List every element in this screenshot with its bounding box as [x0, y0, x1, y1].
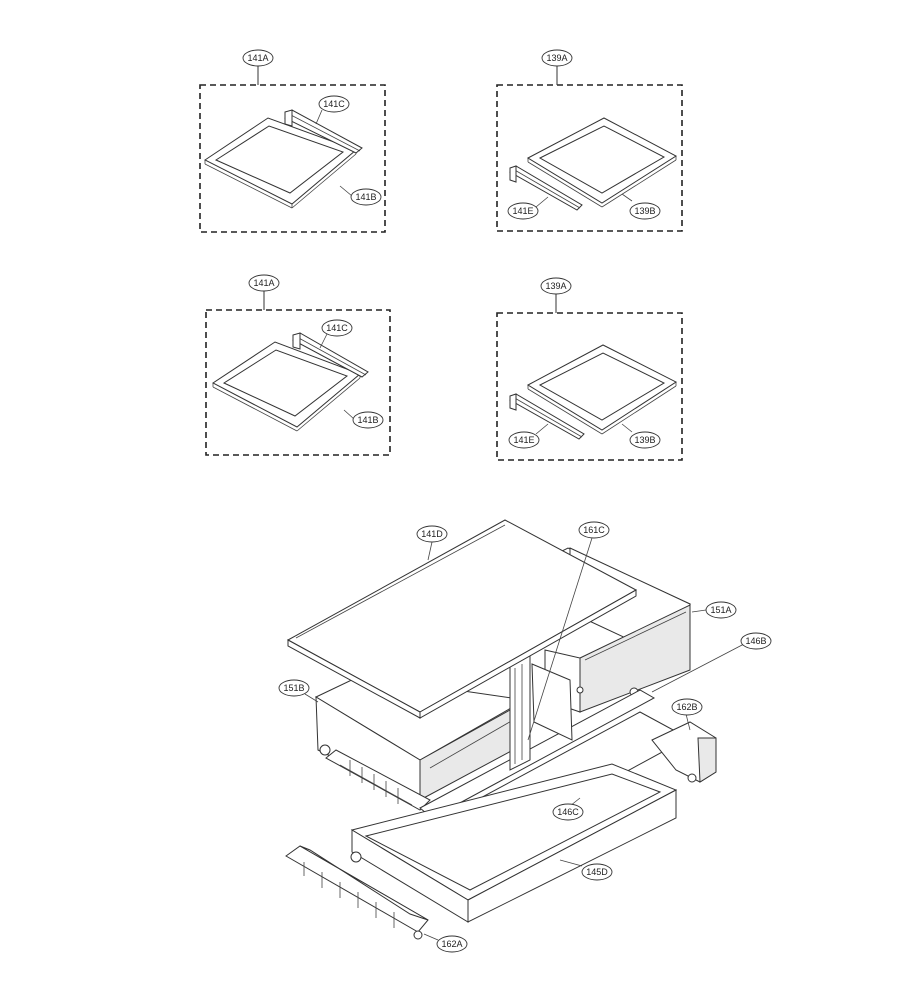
- callout-label: 141A: [247, 53, 268, 63]
- callout-label: 139B: [634, 206, 655, 216]
- callout-151A: 151A: [705, 601, 737, 619]
- glass-cover-141D: [286, 519, 638, 719]
- callout-139A: 139A: [540, 277, 572, 295]
- callout-label: 145D: [586, 867, 608, 877]
- callout-141C: 141C: [321, 319, 353, 337]
- callout-146C: 146C: [552, 803, 584, 821]
- glass-shelf-141B: [212, 341, 361, 432]
- assembly-boundary-box: [205, 309, 391, 456]
- callout-label: 151A: [710, 605, 731, 615]
- shelf-assembly-139A-top: 139A 141E 139B: [496, 49, 683, 232]
- callout-141E: 141E: [507, 202, 539, 220]
- callout-141D: 141D: [416, 525, 448, 543]
- callout-label: 161C: [583, 525, 605, 535]
- callout-161C: 161C: [578, 521, 610, 539]
- shelf-rail-141C: [284, 109, 363, 154]
- callout-label: 151B: [283, 683, 304, 693]
- shelf-assembly-141A-top: 141A 141C 141B: [199, 49, 386, 233]
- tray-145D: [350, 763, 678, 923]
- glass-shelf-139B: [526, 117, 677, 208]
- glass-shelf-139B: [526, 344, 678, 435]
- callout-162A: 162A: [436, 935, 468, 953]
- side-rail-162A: [285, 845, 429, 940]
- assembly-boundary-box: [199, 84, 386, 233]
- callout-label: 146B: [745, 636, 766, 646]
- callout-151B: 151B: [278, 679, 310, 697]
- callout-label: 141B: [355, 192, 376, 202]
- callout-139B: 139B: [629, 431, 661, 449]
- glass-shelf-141B: [204, 117, 357, 209]
- callout-label: 141A: [253, 278, 274, 288]
- callout-145D: 145D: [581, 863, 613, 881]
- callout-141A: 141A: [242, 49, 274, 67]
- assembly-boundary-box: [496, 84, 683, 232]
- callout-label: 162B: [676, 702, 697, 712]
- callout-label: 141B: [357, 415, 378, 425]
- callout-label: 139A: [546, 53, 567, 63]
- callout-label: 141E: [512, 206, 533, 216]
- callout-label: 141D: [421, 529, 443, 539]
- callout-label: 162A: [441, 939, 462, 949]
- assembly-boundary-box: [496, 312, 683, 461]
- callout-141E: 141E: [508, 431, 540, 449]
- callout-141B: 141B: [350, 188, 382, 206]
- shelf-assembly-139A-middle: 139A 141E 139B: [496, 277, 683, 461]
- callout-162B: 162B: [671, 698, 703, 716]
- divider-frame-146B: [419, 649, 656, 819]
- callout-label: 141C: [326, 323, 348, 333]
- callout-label: 141E: [513, 435, 534, 445]
- callout-139A: 139A: [541, 49, 573, 67]
- callout-146B: 146B: [740, 632, 772, 650]
- callout-141B: 141B: [352, 411, 384, 429]
- callout-label: 146C: [557, 807, 579, 817]
- callout-139B: 139B: [629, 202, 661, 220]
- bracket-162B: [651, 721, 717, 783]
- callout-label: 141C: [323, 99, 345, 109]
- callout-label: 139A: [545, 281, 566, 291]
- callout-141C: 141C: [318, 95, 350, 113]
- callout-141A: 141A: [248, 274, 280, 292]
- shelf-assembly-141A-middle: 141A 141C 141B: [205, 274, 391, 456]
- callout-label: 139B: [634, 435, 655, 445]
- shelf-rail-141E: [509, 165, 583, 211]
- shelf-rail-141E: [509, 393, 585, 440]
- shelf-rail-141C: [292, 332, 369, 378]
- crisper-drawer-assembly: 141D 161C 151A 146B 151B 162B 146C 145D: [278, 519, 772, 953]
